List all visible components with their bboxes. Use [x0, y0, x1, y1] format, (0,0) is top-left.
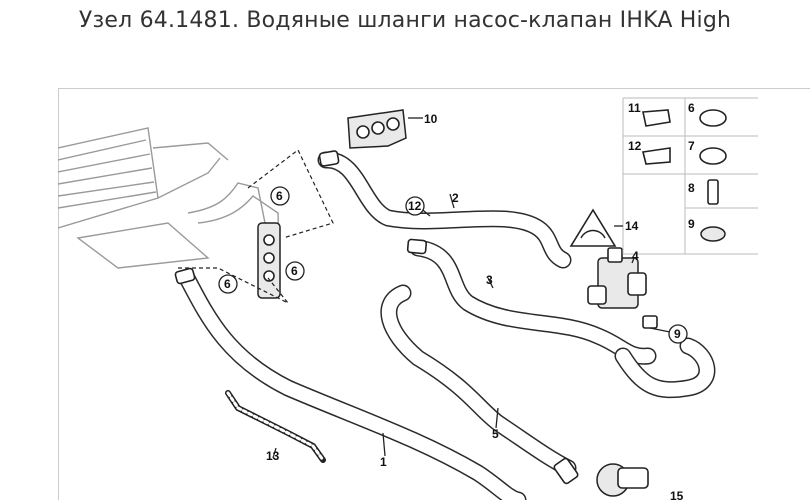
grommet-9-icon [700, 226, 726, 242]
legend-label-8: 8 [688, 181, 695, 195]
hose-clamp-7-icon [699, 147, 727, 165]
hose-3 [406, 238, 657, 365]
callout-13: 13 [266, 449, 280, 463]
callout-4: 4 [632, 249, 639, 263]
hose-bracket-10 [347, 109, 407, 149]
hose-clamp-6-icon [699, 109, 727, 127]
screw-8-icon [707, 179, 719, 205]
hose-5 [380, 284, 579, 485]
callout-2: 2 [452, 191, 459, 205]
parts-diagram: 11 6 12 7 8 9 10 2 12 3 14 4 9 5 1 13 15… [58, 88, 810, 500]
clip-11-icon [642, 109, 671, 127]
cable-tie-13 [225, 390, 326, 463]
diagram-canvas: 11 6 12 7 8 9 10 2 12 3 14 4 9 5 1 13 15… [58, 88, 810, 500]
clip-12-icon [642, 147, 671, 165]
warning-triangle-14-icon [569, 208, 617, 247]
heater-core-ghost [58, 127, 281, 279]
callout-6a-circle [270, 186, 290, 206]
callout-6c-circle [218, 274, 238, 294]
callout-6a: 6 [276, 189, 283, 203]
hose-1 [174, 267, 527, 500]
legend-label-11: 11 [628, 101, 641, 115]
callout-6b-circle [285, 261, 305, 281]
legend-label-12: 12 [628, 139, 642, 153]
water-pump-15 [596, 463, 649, 497]
callout-5: 5 [492, 427, 499, 441]
hose-2 [317, 150, 572, 269]
callout-10: 10 [424, 112, 438, 126]
legend-label-6: 6 [688, 101, 695, 115]
callout-15: 15 [670, 489, 684, 500]
water-valve-4 [587, 247, 658, 329]
callout-9: 9 [674, 327, 681, 341]
page-title: Узел 64.1481. Водяные шланги насос-клапа… [78, 8, 732, 33]
callout-12-circle [405, 196, 425, 216]
legend-panel: 11 6 12 7 8 9 [622, 97, 758, 255]
callout-14: 14 [625, 219, 639, 233]
callout-6b: 6 [291, 264, 298, 278]
hose-return [614, 337, 716, 399]
callout-1: 1 [380, 455, 387, 469]
callout-9-circle [668, 324, 688, 344]
legend-label-9: 9 [688, 217, 695, 231]
callout-12: 12 [408, 199, 422, 213]
callout-6c: 6 [224, 277, 231, 291]
legend-label-7: 7 [688, 139, 695, 153]
callout-3: 3 [486, 273, 493, 287]
pipe-connector-block [257, 222, 281, 299]
